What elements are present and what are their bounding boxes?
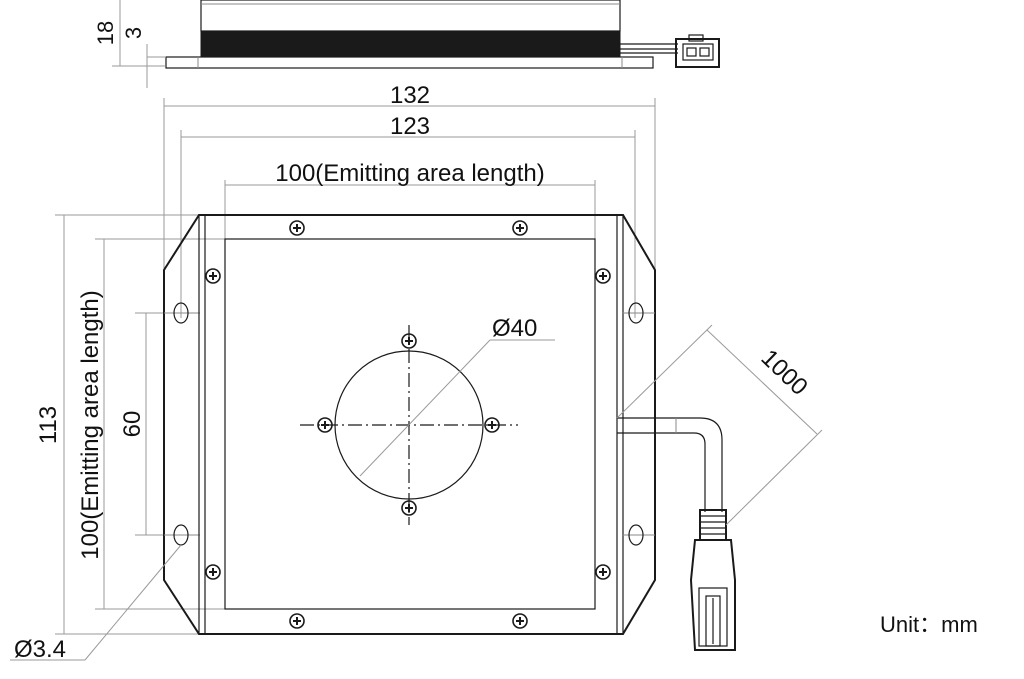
mount-slot-top-right xyxy=(622,302,655,324)
hole-spacing-label: 60 xyxy=(119,411,146,438)
side-view: 18 3 xyxy=(93,0,720,88)
screw-icon xyxy=(205,268,221,284)
cable-length-label: 1000 xyxy=(756,344,813,401)
mount-slot-bottom-left xyxy=(164,524,198,546)
outer-width-label: 132 xyxy=(390,82,430,109)
screw-icon xyxy=(595,268,611,284)
front-view: Ø40 Ø3.4 xyxy=(10,214,656,663)
side-connector-shape xyxy=(675,38,720,68)
outer-height-label: 113 xyxy=(35,406,62,444)
emitting-width-label: 100(Emitting area length) xyxy=(275,160,544,187)
cable-assembly: 1000 xyxy=(616,324,823,651)
top-dimensions: 132 123 100(Emitting area length) xyxy=(163,82,656,318)
screw-icon xyxy=(289,613,305,629)
left-dimensions: 113 100(Emitting area length) 60 xyxy=(35,214,300,635)
screw-icon xyxy=(512,613,528,629)
unit-note: Unit：mm xyxy=(880,612,978,637)
total-height-label: 18 xyxy=(93,21,118,45)
mount-width-label: 123 xyxy=(390,113,430,140)
screw-icon xyxy=(512,220,528,236)
mount-slot-bottom-right xyxy=(622,524,655,546)
emitting-area-outline xyxy=(224,238,596,610)
cable-connector-shape xyxy=(689,539,736,651)
mount-slot-top-left xyxy=(164,302,198,324)
emitting-height-label: 100(Emitting area length) xyxy=(77,290,104,559)
mount-hole-diameter-label: Ø3.4 xyxy=(14,636,66,663)
screw-icon xyxy=(289,220,305,236)
screw-icon xyxy=(205,564,221,580)
base-thickness-label: 3 xyxy=(121,27,146,39)
center-hole-diameter-label: Ø40 xyxy=(492,315,537,342)
screw-icon xyxy=(595,564,611,580)
